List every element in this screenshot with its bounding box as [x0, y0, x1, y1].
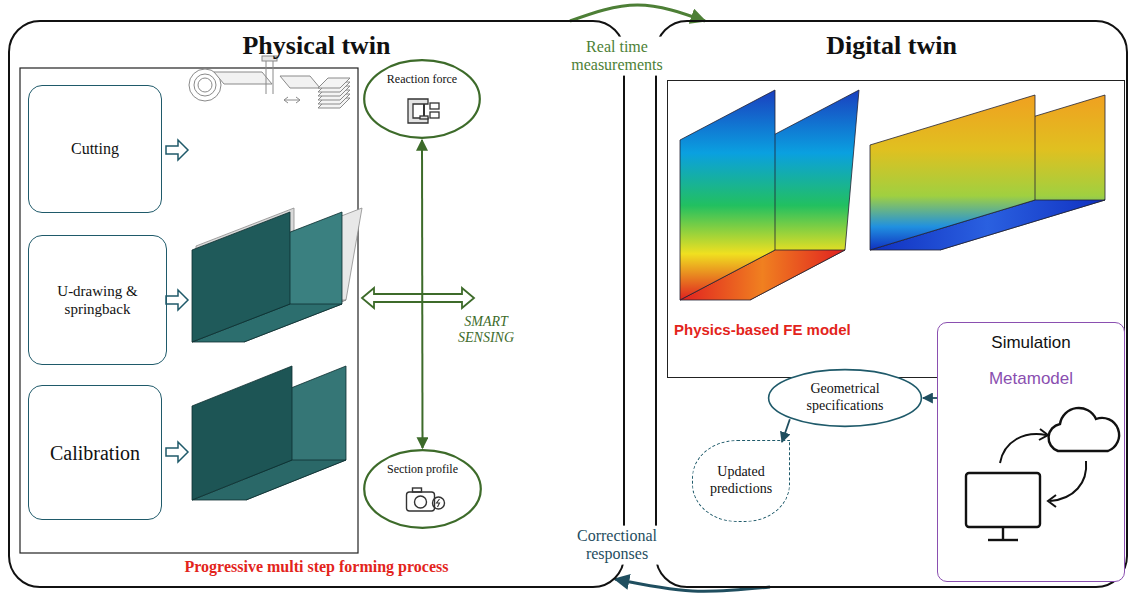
node-shape — [362, 58, 482, 140]
sensor-label: Section profile — [387, 462, 458, 476]
prediction-shape: Updated predictions — [692, 440, 790, 522]
node-shape — [938, 323, 1124, 581]
connector-arrow — [782, 419, 790, 442]
sensing-arrow — [362, 288, 474, 308]
connector-arrow — [615, 579, 770, 591]
model-label: Physics-based FE model — [674, 321, 851, 339]
connector-arrow — [923, 397, 937, 399]
camera-icon — [407, 488, 445, 511]
spec-ellipse: Geometrical specifications — [767, 368, 923, 428]
twin-panel: Digital twinPhysics-based FE modelSimula… — [655, 20, 1128, 588]
process-step-box: Calibration — [28, 385, 162, 520]
sensor-ellipse: Reaction force — [362, 58, 482, 140]
prediction-label: Updated predictions — [703, 464, 779, 498]
computer-icon — [966, 408, 1119, 540]
process-caption: Progressive multi step forming process — [185, 557, 449, 576]
stage-label: Cutting — [71, 139, 119, 158]
connector-arrow — [570, 5, 705, 21]
profile-face — [192, 366, 292, 500]
box-subheading: Metamodel — [989, 369, 1073, 389]
process-step-box: Cutting — [28, 85, 162, 213]
sensor-label: Reaction force — [387, 72, 457, 86]
stage-label: Calibration — [50, 441, 140, 465]
simulation-box: SimulationMetamodel — [937, 322, 1125, 582]
spec-label: Geometrical specifications — [779, 381, 911, 415]
panel-title: Physical twin — [242, 30, 390, 61]
cutting-illustration — [189, 56, 350, 108]
panel-title: Digital twin — [826, 30, 957, 61]
box-heading: Simulation — [991, 333, 1070, 353]
ellipse-outline — [364, 450, 481, 528]
sensing-label: SMART SENSING — [440, 314, 532, 346]
clamp-icon — [408, 99, 439, 123]
process-step-box: U-drawing & springback — [28, 235, 167, 365]
stage-arrow — [166, 140, 188, 462]
twin-panel: Physical twinProgressive multi step form… — [8, 20, 625, 588]
connector-arrow — [421, 140, 424, 448]
sensor-ellipse: Section profile — [362, 448, 483, 530]
ellipse-outline — [769, 370, 922, 427]
stage-label: U-drawing & springback — [37, 282, 158, 318]
process-frame — [20, 68, 358, 553]
edge-label: Correctional responses — [566, 526, 668, 565]
profile-face — [870, 95, 1035, 250]
node-shape — [362, 448, 483, 530]
edge-label: Real time measurements — [566, 37, 668, 76]
ellipse-outline — [364, 60, 480, 138]
profile-face — [192, 212, 290, 342]
profile-face — [680, 90, 775, 300]
